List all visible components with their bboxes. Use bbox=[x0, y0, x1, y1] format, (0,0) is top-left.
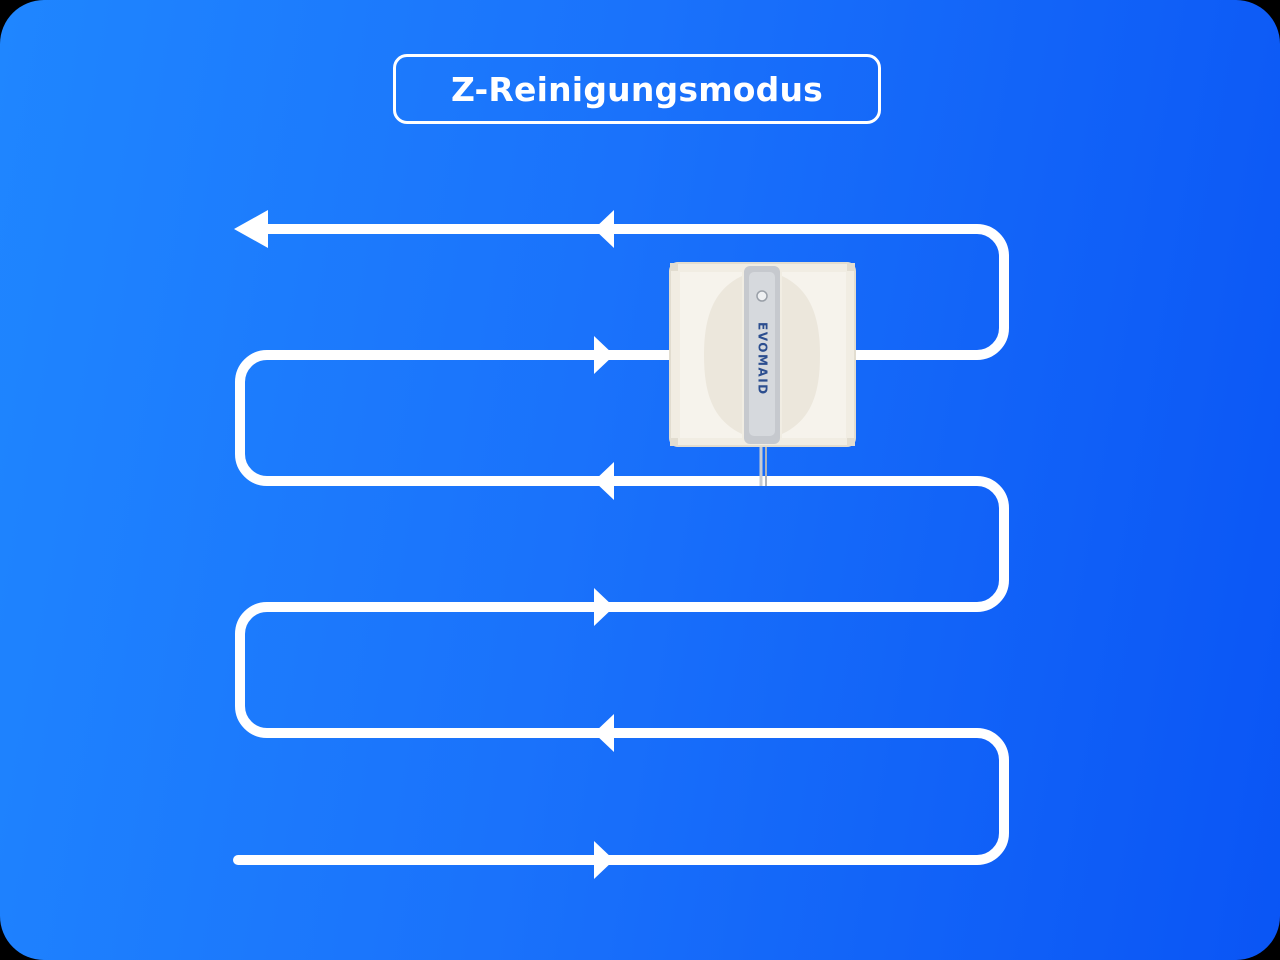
window-robot-icon: EVOMAID bbox=[669, 262, 856, 486]
arrow-head-icon bbox=[594, 841, 614, 879]
end-arrow-head-icon bbox=[234, 210, 268, 248]
brand-logo: EVOMAID bbox=[756, 322, 770, 396]
arrow-head-icon bbox=[594, 336, 614, 374]
z-cleaning-path bbox=[233, 224, 1009, 865]
title-box: Z-Reinigungsmodus bbox=[393, 54, 881, 124]
arrow-head-icon bbox=[594, 714, 614, 752]
arrow-head-icon bbox=[594, 210, 614, 248]
arrow-head-icon bbox=[594, 462, 614, 500]
page-title: Z-Reinigungsmodus bbox=[450, 69, 824, 109]
arrow-head-icon bbox=[594, 588, 614, 626]
